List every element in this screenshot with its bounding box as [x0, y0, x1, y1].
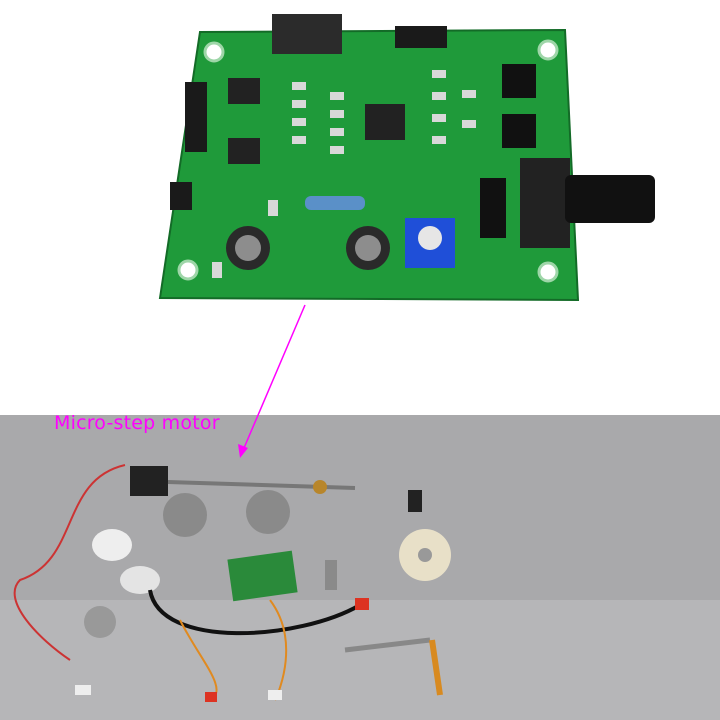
mounting-hole — [203, 41, 225, 63]
connector-p4 — [185, 82, 207, 152]
photo-caption: Micro-step motor — [54, 412, 220, 434]
connector-p3 — [395, 26, 447, 48]
connector-p1 — [272, 14, 342, 54]
can-stepper — [246, 490, 290, 534]
driver-board — [158, 14, 655, 302]
mounting-hole — [537, 261, 559, 283]
geared-motor — [92, 529, 132, 561]
pointer-arrow — [238, 304, 306, 458]
chip-u2 — [228, 138, 260, 164]
can-stepper — [163, 493, 207, 537]
push-button — [502, 64, 536, 98]
potentiometer-knob — [565, 175, 655, 223]
mounting-hole — [537, 39, 559, 61]
chip-u3 — [228, 78, 260, 104]
mounting-hole — [177, 259, 199, 281]
push-button — [502, 114, 536, 148]
motor-collection — [13, 464, 451, 702]
linear-stepper — [130, 466, 168, 496]
resistor — [305, 196, 365, 210]
geared-motor — [120, 566, 160, 594]
connector-p6 — [170, 182, 192, 210]
small-driver-board — [227, 550, 298, 602]
chip-u1 — [365, 104, 405, 140]
potentiometer-body — [520, 158, 570, 248]
